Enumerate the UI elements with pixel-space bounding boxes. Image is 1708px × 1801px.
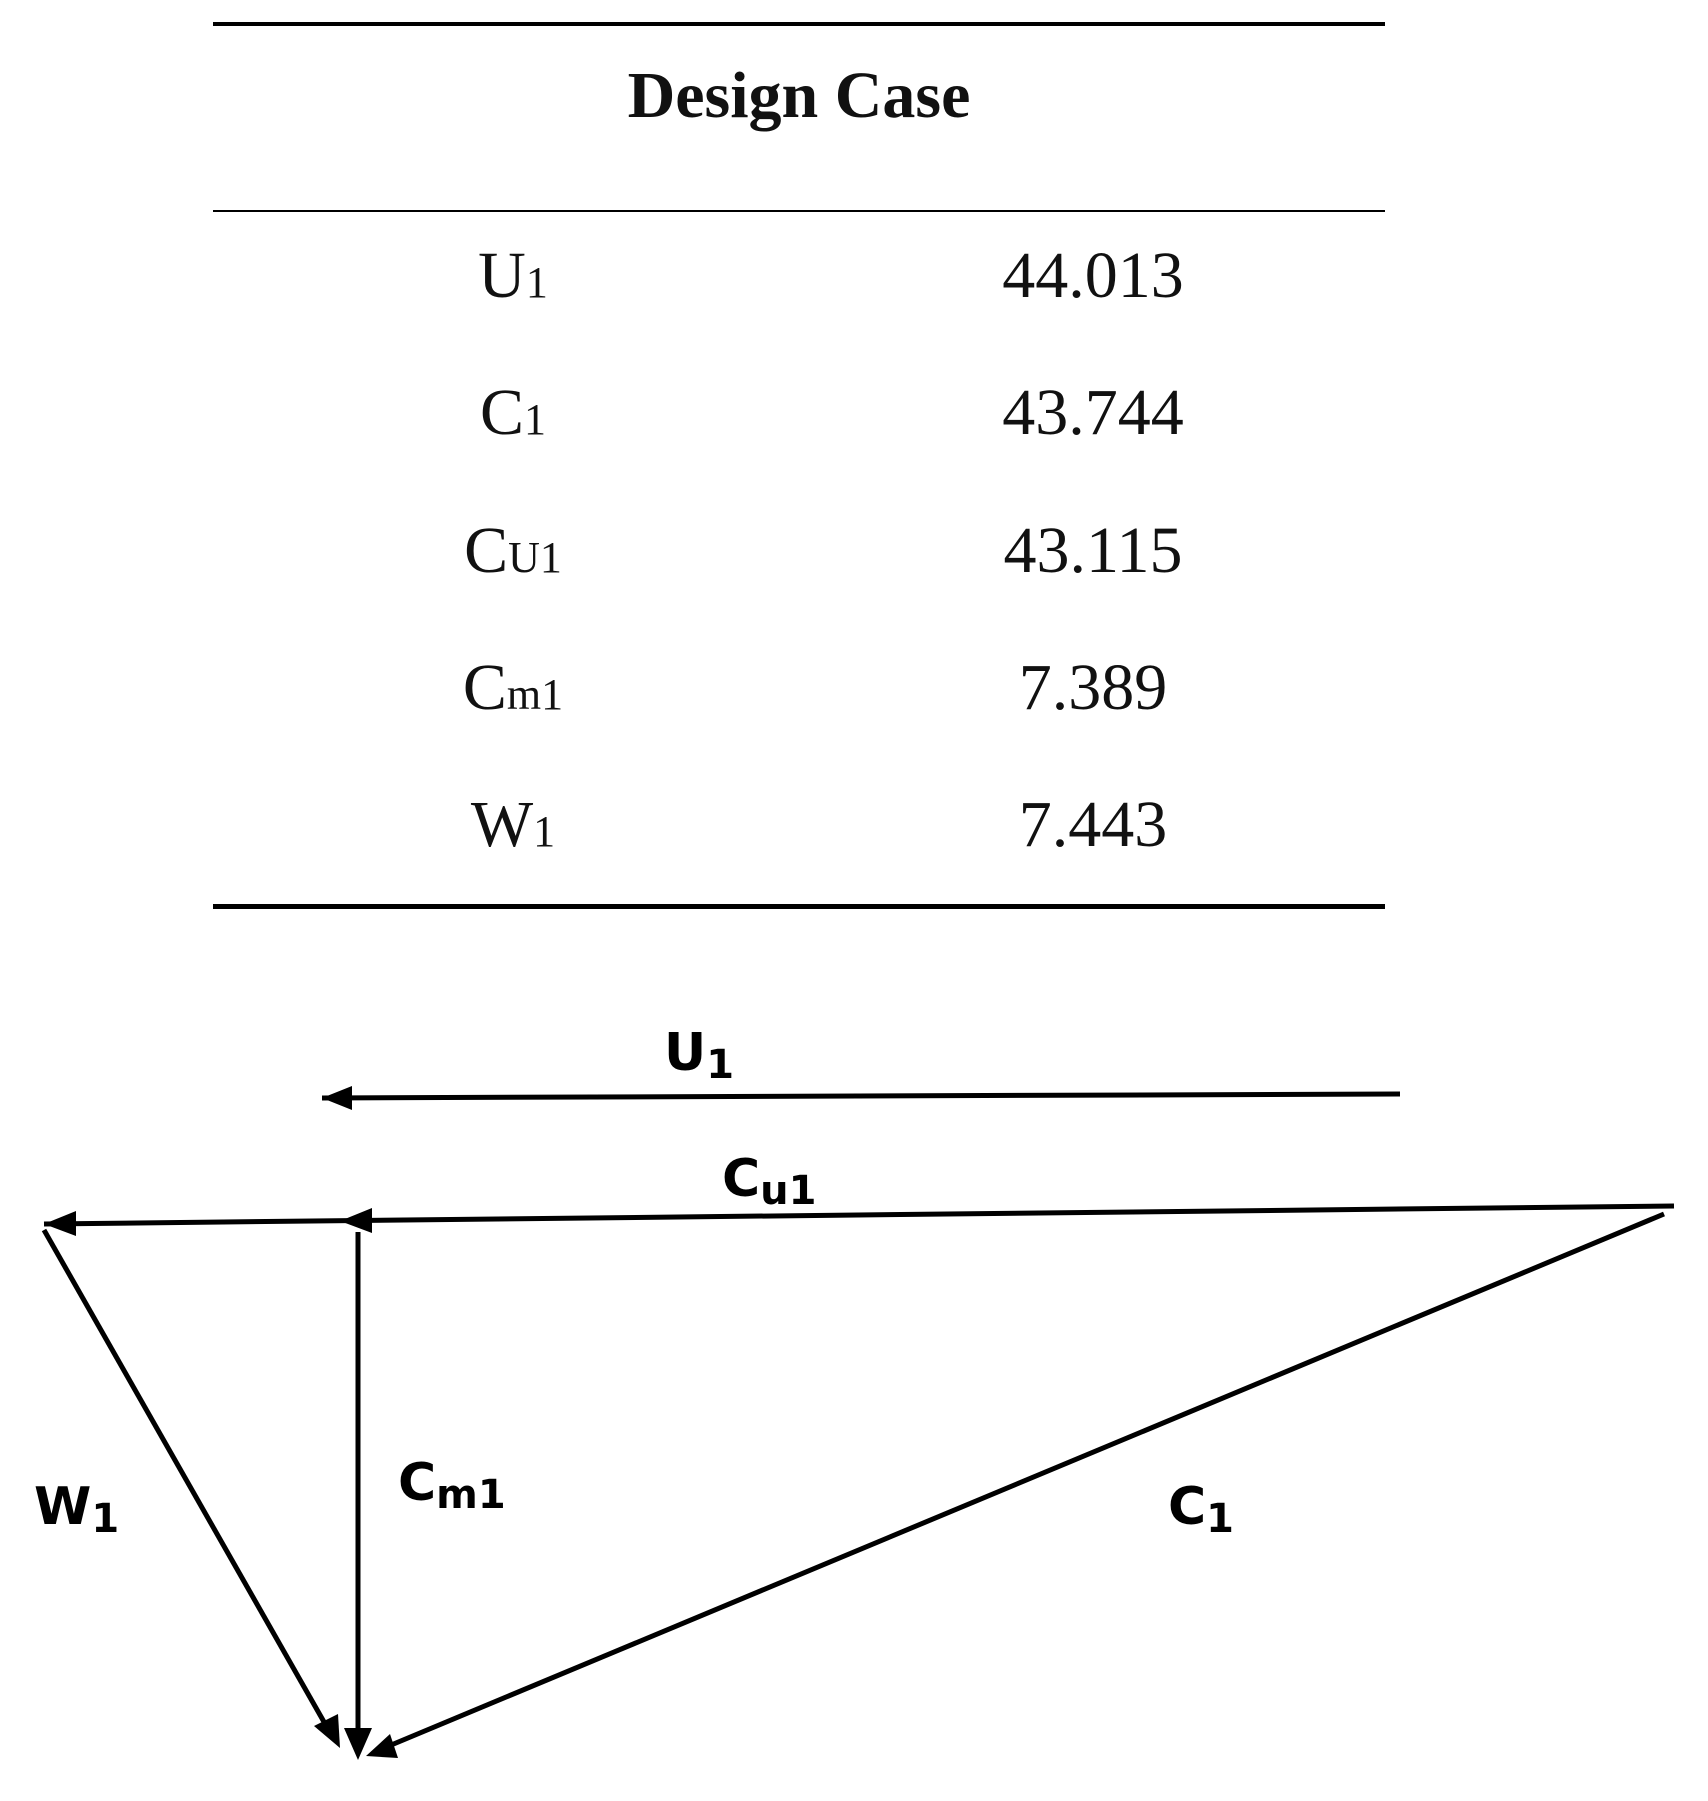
cu1-arrow	[43, 1203, 1675, 1227]
table-row-c1: C1 43.744	[213, 380, 1385, 480]
table-row-u1: U1 44.013	[213, 243, 1385, 343]
row-value: 43.115	[1003, 514, 1183, 587]
w1-label: W1	[34, 1477, 119, 1542]
c1-arrow	[383, 1211, 1665, 1751]
table-title: Design Case	[627, 59, 971, 132]
row-symbol: U1	[478, 239, 548, 312]
table-row-cm1: Cm1 7.389	[213, 655, 1385, 755]
cu1-label: Cu1	[722, 1149, 816, 1214]
table-header-rule	[213, 210, 1385, 212]
table-row-w1: W1 7.443	[213, 792, 1385, 892]
row-symbol: CU1	[464, 514, 562, 587]
cm1-arrowhead	[344, 1728, 372, 1760]
table-row-cu1: CU1 43.115	[213, 518, 1385, 618]
u1-arrowhead	[322, 1086, 352, 1110]
u1-arrow	[321, 1091, 1401, 1101]
row-value: 43.744	[1002, 376, 1184, 449]
c1-label: C1	[1168, 1477, 1234, 1542]
cm1-junction-arrowhead	[340, 1208, 372, 1233]
row-value: 44.013	[1002, 239, 1184, 312]
table-top-rule	[213, 22, 1385, 26]
row-symbol: Cm1	[462, 651, 564, 724]
row-symbol: C1	[479, 376, 547, 449]
velocity-triangle-diagram: U1 Cu1 Cm1 W1 C1	[34, 1023, 1675, 1760]
w1-arrow	[41, 1228, 335, 1738]
table-bottom-rule	[213, 904, 1385, 909]
row-value: 7.443	[1018, 788, 1168, 861]
row-value: 7.389	[1018, 651, 1168, 724]
w1-arrowhead	[314, 1714, 340, 1748]
c1-arrowhead	[366, 1734, 398, 1758]
row-symbol: W1	[470, 788, 556, 861]
cm1-label: Cm1	[398, 1453, 506, 1518]
u1-label: U1	[664, 1023, 734, 1088]
cu1-arrowhead	[44, 1211, 76, 1236]
